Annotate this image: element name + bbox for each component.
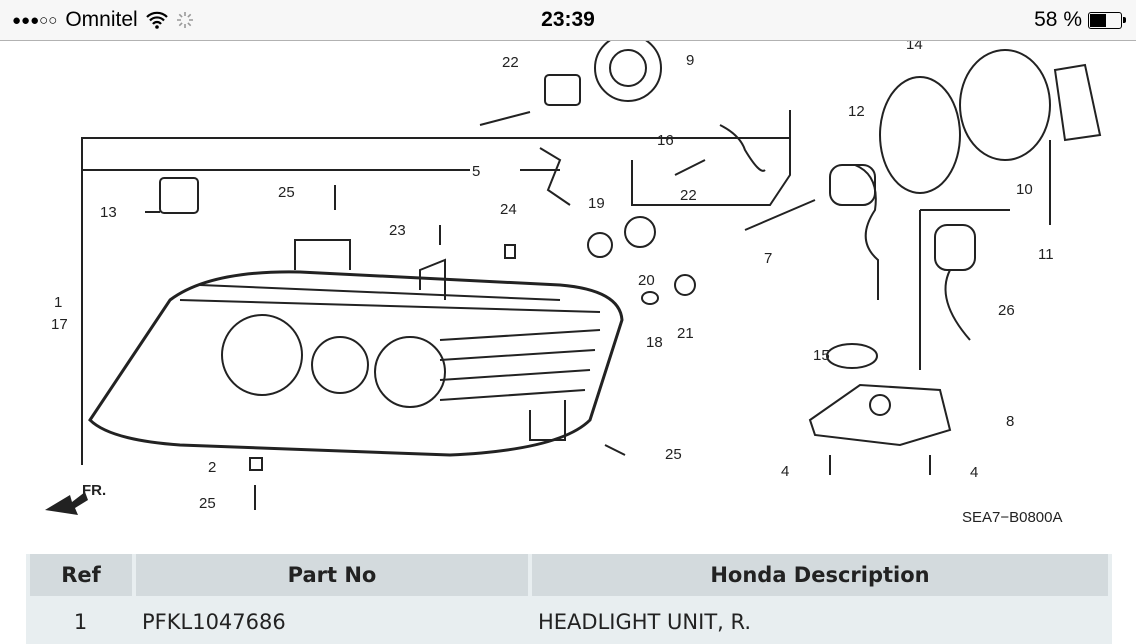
description-cell: HEADLIGHT UNIT, R.: [538, 610, 752, 634]
callout-label: 25: [278, 184, 295, 201]
carrier-name: Omnitel: [65, 8, 138, 31]
callout-label: 9: [686, 52, 694, 69]
signal-strength-icon: ●●●○○: [12, 11, 58, 29]
callout-label: 20: [638, 272, 655, 289]
callout-label: 25: [665, 446, 682, 463]
callout-label: 22: [502, 54, 519, 71]
table-row[interactable]: 1 PFKL1047686 HEADLIGHT UNIT, R.: [30, 600, 1108, 644]
diagram-code: SEA7−B0800A: [962, 509, 1063, 526]
callout-label: 22: [680, 187, 697, 204]
callout-label: 7: [764, 250, 772, 267]
callout-label: 10: [1016, 181, 1033, 198]
callout-label: 4: [970, 464, 978, 481]
callout-label: 14: [906, 41, 923, 53]
callout-label: 26: [998, 302, 1015, 319]
parts-table: Ref Part No Honda Description 1 PFKL1047…: [26, 554, 1112, 644]
battery-percent: 58 %: [1034, 8, 1082, 31]
callout-label: 25: [199, 495, 216, 512]
activity-spinner-icon: [176, 12, 193, 28]
column-header-ref: Ref: [30, 554, 132, 600]
wifi-icon: [145, 11, 168, 29]
battery-icon: [1088, 11, 1126, 29]
callout-label: 13: [100, 204, 117, 221]
headlight-parts-diagram: FR. SEA7−B0800A 22 9 14 16 5 12 13 25 23…: [45, 41, 1102, 526]
callout-label: 5: [472, 163, 480, 180]
callout-label: 11: [1038, 246, 1054, 263]
column-header-part-no: Part No: [136, 554, 528, 600]
callout-label: 23: [389, 222, 406, 239]
ref-cell: 1: [73, 610, 88, 634]
column-header-description: Honda Description: [532, 554, 1108, 600]
front-label: FR.: [82, 482, 106, 499]
callout-label: 4: [781, 463, 789, 480]
callout-label: 21: [677, 325, 694, 342]
clock: 23:39: [541, 8, 595, 31]
callout-label: 15: [813, 347, 830, 364]
callout-label: 18: [646, 334, 663, 351]
callouts: 22 9 14 16 5 12 13 25 23 24 19 22 7 10 1…: [51, 41, 1054, 512]
part-no-cell[interactable]: PFKL1047686: [142, 610, 286, 634]
status-bar: ●●●○○ Omnitel 23:39 58 %: [0, 0, 1136, 41]
callout-label: 17: [51, 316, 68, 333]
front-direction-arrow-icon: [45, 492, 88, 515]
callout-label: 2: [208, 459, 216, 476]
callout-label: 24: [500, 201, 517, 218]
callout-label: 16: [657, 132, 674, 149]
callout-label: 8: [1006, 413, 1014, 430]
callout-label: 19: [588, 195, 605, 212]
callout-label: 1: [54, 294, 62, 311]
callout-label: 12: [848, 103, 865, 120]
